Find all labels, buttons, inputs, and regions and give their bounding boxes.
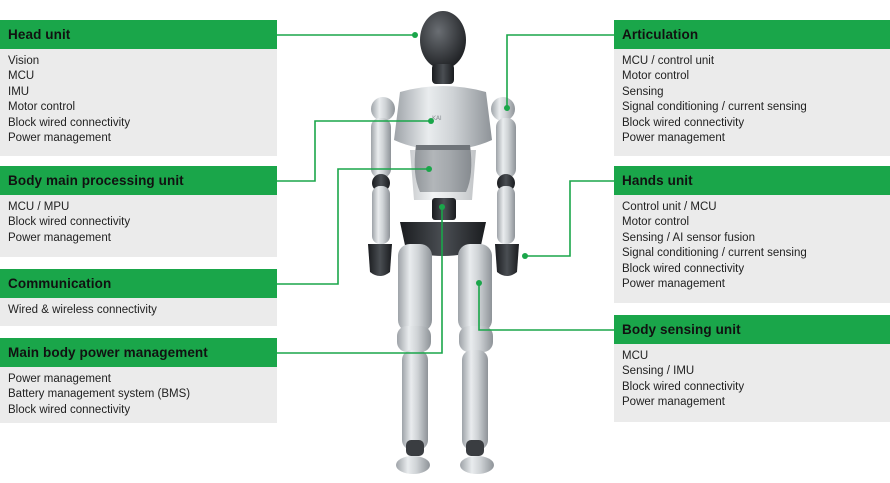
list-item: Signal conditioning / current sensing [622, 101, 807, 114]
list-item: Motor control [622, 70, 690, 83]
list-item: MCU / MPU [8, 201, 70, 213]
connector-articulation [506, 34, 614, 108]
svg-text:KAI: KAI [432, 115, 442, 122]
list-item: Block wired connectivity [8, 116, 131, 129]
panel-title: Body sensing unit [614, 315, 890, 344]
list-item: Power management [8, 231, 111, 244]
panel-head-unit: Head unit Vision MCU IMU Motor control B… [0, 20, 277, 156]
list-item: Block wired connectivity [622, 262, 745, 275]
list-item: Vision [8, 55, 40, 67]
connector-communication [277, 168, 429, 285]
list-item: Power management [622, 132, 725, 145]
panel-title: Main body power management [0, 338, 277, 367]
list-item: Sensing [622, 85, 664, 98]
list-item: Power management [622, 396, 725, 409]
panel-title: Head unit [0, 20, 277, 49]
list-item: Power management [8, 132, 111, 145]
list-item: Block wired connectivity [8, 403, 131, 416]
list-item: Motor control [622, 216, 690, 229]
list-item: Sensing / IMU [622, 365, 695, 378]
list-item: Control unit / MCU [622, 201, 717, 213]
panel-body-main-processing: Body main processing unit MCU / MPU Bloc… [0, 166, 277, 257]
panel-communication: Communication Wired & wireless connectiv… [0, 269, 277, 326]
panel-hands-unit: Hands unit Control unit / MCU Motor cont… [614, 166, 890, 303]
list-item: Battery management system (BMS) [8, 388, 191, 401]
list-item: MCU / control unit [622, 55, 715, 67]
panel-title: Body main processing unit [0, 166, 277, 195]
panel-title: Communication [0, 269, 277, 298]
list-item: Block wired connectivity [622, 380, 745, 393]
list-item: Block wired connectivity [622, 116, 745, 129]
list-item: Wired & wireless connectivity [8, 304, 157, 316]
panel-title: Hands unit [614, 166, 890, 195]
connector-body-main [277, 120, 431, 182]
list-item: IMU [8, 85, 30, 98]
list-item: Power management [8, 373, 111, 385]
robot-head [420, 11, 466, 69]
panel-body-sensing-unit: Body sensing unit MCU Sensing / IMU Bloc… [614, 315, 890, 422]
list-item: Sensing / AI sensor fusion [622, 231, 755, 244]
list-item: MCU [622, 350, 649, 362]
connector-power [277, 207, 443, 354]
list-item: MCU [8, 70, 35, 83]
panel-title: Articulation [614, 20, 890, 49]
list-item: Signal conditioning / current sensing [622, 247, 807, 260]
connector-body-sensing [478, 283, 614, 331]
panel-main-body-power: Main body power management Power managem… [0, 338, 277, 423]
list-item: Motor control [8, 101, 76, 114]
list-item: Block wired connectivity [8, 216, 131, 229]
connector-hands [525, 180, 614, 257]
panel-articulation: Articulation MCU / control unit Motor co… [614, 20, 890, 156]
list-item: Power management [622, 278, 725, 291]
robot-chest [394, 86, 492, 150]
